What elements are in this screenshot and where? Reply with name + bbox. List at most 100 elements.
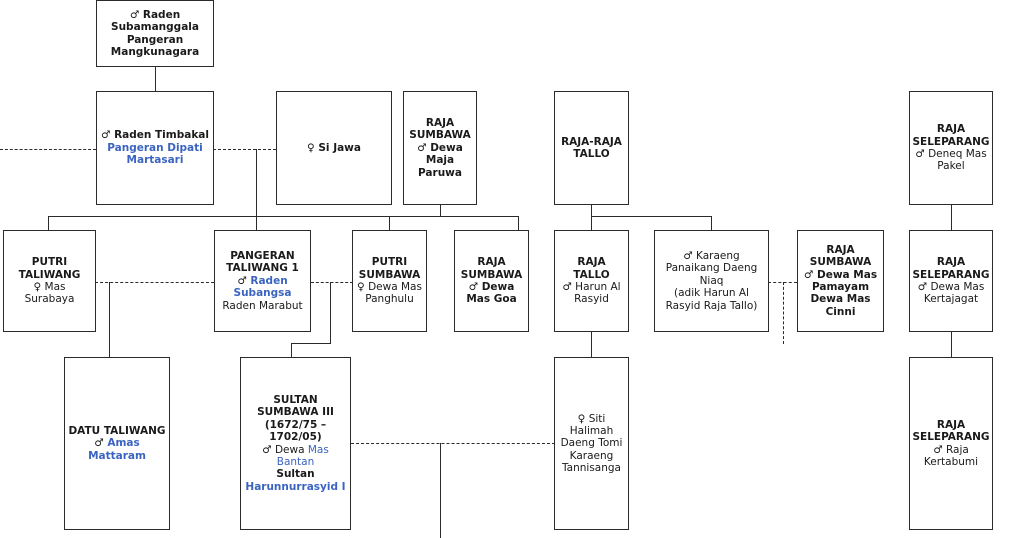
person-box-seleparang-pakel: RAJA SELEPARANG ♂ Deneq Mas Pakel bbox=[909, 91, 993, 205]
reign-years: (1672/75 – bbox=[264, 418, 327, 431]
connector-line bbox=[591, 332, 592, 358]
person-title: SUMBAWA bbox=[409, 129, 471, 142]
person-title: RAJA bbox=[477, 256, 506, 269]
person-name: Mas Surabaya bbox=[24, 281, 75, 306]
connector-line bbox=[783, 282, 784, 344]
person-name: Raden bbox=[142, 8, 181, 21]
person-box-raja-sumbawa-goa: RAJA SUMBAWA ♂ Dewa Mas Goa bbox=[454, 230, 529, 332]
person-box-raja-raja-tallo: RAJA-RAJA TALLO bbox=[554, 91, 629, 205]
female-symbol-icon: ♀ bbox=[307, 141, 315, 154]
person-title-link[interactable]: Harunnurrasyid I bbox=[245, 480, 346, 493]
person-title: SUMBAWA bbox=[358, 268, 421, 281]
connector-line bbox=[389, 216, 390, 231]
person-title: SELEPARANG bbox=[912, 431, 990, 444]
person-box-timbakal: ♂ Raden Timbakal Pangeran Dipati Martasa… bbox=[96, 91, 214, 205]
person-name: Dewa Mas bbox=[368, 281, 422, 293]
person-note: Rasyid Raja Tallo) bbox=[665, 299, 758, 312]
male-symbol-icon: ♂ bbox=[933, 443, 943, 456]
connector-line bbox=[213, 149, 276, 150]
person-title: Sultan bbox=[276, 468, 315, 481]
reign-years: 1702/05) bbox=[269, 431, 322, 444]
male-symbol-icon: ♂ bbox=[915, 148, 925, 160]
male-symbol-icon: ♂ bbox=[917, 281, 928, 293]
person-box-siti-halimah: ♀ Siti Halimah Daeng Tomi Karaeng Tannis… bbox=[554, 357, 629, 530]
connector-line bbox=[311, 282, 353, 283]
connector-line bbox=[291, 343, 292, 358]
connector-line bbox=[291, 343, 331, 344]
person-title: RAJA bbox=[577, 256, 606, 269]
person-name-link[interactable]: Mattaram bbox=[88, 449, 146, 462]
person-name: Si Jawa bbox=[318, 141, 361, 154]
person-box-raja-tallo: RAJA TALLO ♂ Harun Al Rasyid bbox=[554, 230, 629, 332]
person-box-sultan-sumbawa: SULTAN SUMBAWA III (1672/75 – 1702/05) ♂… bbox=[240, 357, 351, 530]
person-title: SUMBAWA bbox=[460, 268, 523, 281]
connector-line bbox=[951, 205, 952, 231]
connector-line bbox=[768, 282, 797, 283]
connector-line bbox=[351, 443, 555, 444]
person-box-karaeng: ♂ Karaeng Panaikang Daeng Niaq (adik Har… bbox=[654, 230, 769, 332]
connector-line bbox=[48, 216, 49, 231]
male-symbol-icon: ♂ bbox=[417, 141, 427, 154]
person-name: Rasyid bbox=[574, 293, 609, 306]
person-name: Karaeng bbox=[696, 250, 740, 263]
person-title-link[interactable]: Pangeran Dipati bbox=[107, 141, 203, 154]
person-name-link[interactable]: Raden bbox=[250, 274, 288, 287]
person-title: TALLO bbox=[573, 268, 610, 281]
person-title: SUMBAWA III bbox=[257, 406, 334, 419]
person-box-raja-sumbawa-pamayam: RAJA SUMBAWA ♂ Dewa Mas Pamayam Dewa Mas… bbox=[797, 230, 884, 332]
male-symbol-icon: ♂ bbox=[237, 274, 247, 287]
male-symbol-icon: ♂ bbox=[803, 268, 814, 281]
connector-line bbox=[711, 216, 712, 231]
person-title: RAJA bbox=[826, 243, 855, 256]
connector-line bbox=[518, 216, 519, 231]
person-box-putri-sumbawa: PUTRI SUMBAWA ♀ Dewa Mas Panghulu bbox=[352, 230, 427, 332]
male-symbol-icon: ♂ bbox=[683, 250, 693, 263]
person-name: Dewa bbox=[430, 141, 463, 154]
connector-line bbox=[155, 66, 156, 92]
person-name: Deneq Mas bbox=[928, 148, 987, 160]
person-title: TALLO bbox=[573, 148, 610, 160]
person-name: Dewa Mas bbox=[930, 281, 985, 293]
person-name: Maja bbox=[425, 154, 455, 167]
person-box-putri-taliwang: PUTRI TALIWANG ♀ Mas Surabaya bbox=[3, 230, 96, 332]
person-title: Mangkunagara bbox=[110, 45, 200, 58]
connector-line bbox=[951, 332, 952, 358]
person-box-seleparang-kertajagat: RAJA SELEPARANG ♂ Dewa Mas Kertajagat bbox=[909, 230, 993, 332]
person-title-link[interactable]: Martasari bbox=[126, 154, 184, 167]
person-title: TALIWANG bbox=[18, 268, 81, 281]
person-box-si-jawa: ♀ Si Jawa bbox=[276, 91, 392, 205]
person-name: Mas Goa bbox=[466, 293, 517, 306]
person-name: Daeng Tomi bbox=[560, 437, 623, 450]
female-symbol-icon: ♀ bbox=[33, 281, 42, 293]
connector-line bbox=[591, 216, 712, 217]
male-symbol-icon: ♂ bbox=[101, 129, 111, 142]
person-name-link[interactable]: Bantan bbox=[276, 455, 315, 468]
person-name: Panghulu bbox=[365, 293, 414, 306]
connector-line bbox=[591, 216, 592, 231]
person-title: RAJA bbox=[936, 123, 966, 136]
person-name-link[interactable]: Mas bbox=[307, 443, 329, 456]
person-name-link[interactable]: Amas bbox=[107, 437, 140, 450]
person-note: (adik Harun Al bbox=[674, 287, 749, 300]
person-title: PANGERAN bbox=[230, 250, 295, 263]
connector-line bbox=[48, 216, 519, 217]
person-name-link[interactable]: Subangsa bbox=[233, 287, 292, 300]
person-name: Niaq bbox=[699, 274, 724, 287]
person-title: RAJA bbox=[425, 117, 455, 130]
person-box-datu-taliwang: DATU TALIWANG ♂ Amas Mattaram bbox=[64, 357, 170, 530]
male-symbol-icon: ♂ bbox=[262, 443, 272, 456]
person-box-pangeran-taliwang: PANGERAN TALIWANG 1 ♂ Raden Subangsa Rad… bbox=[214, 230, 311, 332]
person-title: TALIWANG 1 bbox=[226, 262, 299, 275]
person-box-subamanggala: ♂ Raden Subamanggala Pangeran Mangkunaga… bbox=[96, 0, 214, 67]
person-title: RAJA-RAJA bbox=[561, 135, 622, 148]
person-title: PUTRI bbox=[371, 256, 408, 269]
female-symbol-icon: ♀ bbox=[577, 412, 586, 425]
person-title: SELEPARANG bbox=[912, 135, 990, 148]
person-name: Subamanggala bbox=[111, 21, 199, 34]
person-name: Cinni bbox=[825, 305, 856, 318]
person-name: Tannisanga bbox=[562, 462, 621, 475]
person-name: Kertajagat bbox=[923, 293, 979, 306]
person-box-raja-sumbawa-maja: RAJA SUMBAWA ♂ Dewa Maja Paruwa bbox=[403, 91, 477, 205]
male-symbol-icon: ♂ bbox=[94, 437, 104, 450]
